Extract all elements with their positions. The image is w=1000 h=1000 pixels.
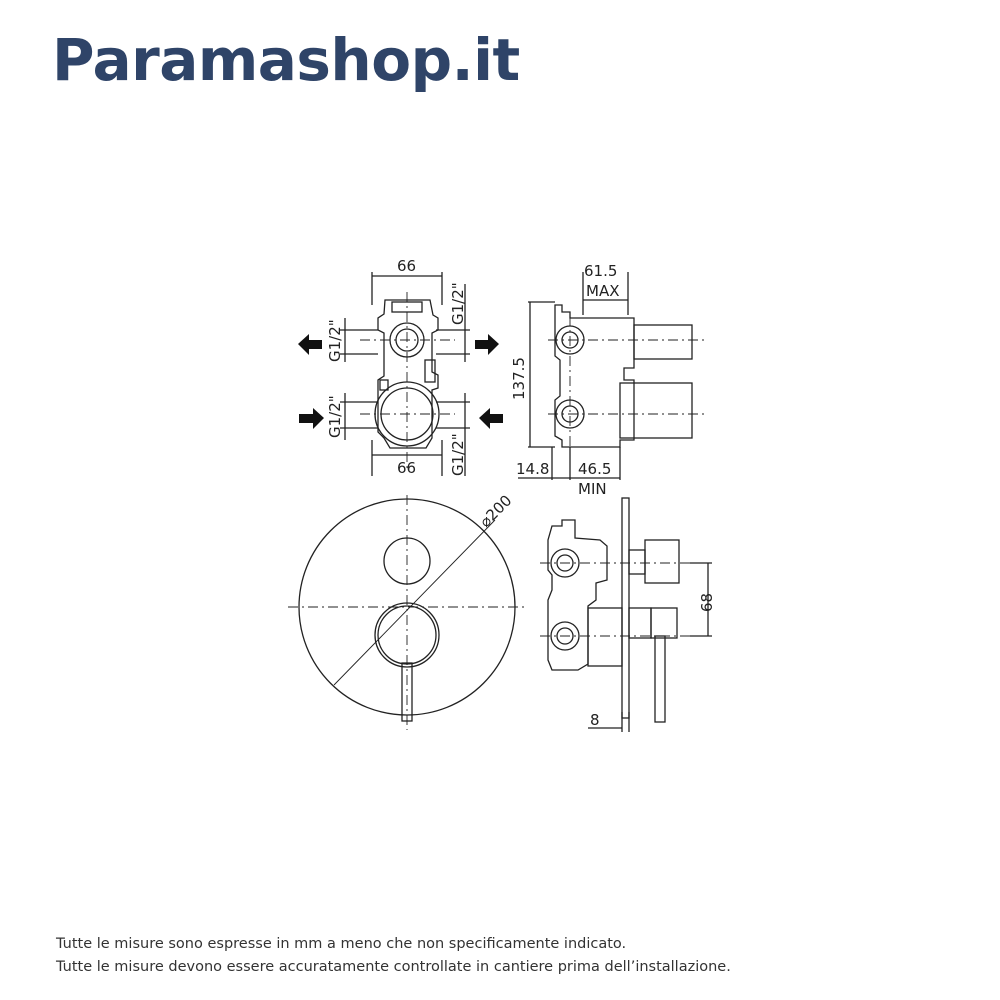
front-view-plate xyxy=(288,495,525,730)
dim-thread-bottom-left: G1/2" xyxy=(326,395,344,438)
dim-side-top-max: MAX xyxy=(586,282,619,300)
brand-logo: Paramashop.it xyxy=(52,26,520,94)
arrow-left-icon xyxy=(479,408,503,429)
side-view-body xyxy=(518,272,705,480)
dim-handle-spacing: 68 xyxy=(698,593,716,612)
front-view-body xyxy=(340,272,470,476)
dim-side-bottom-min: MIN xyxy=(578,480,607,498)
dim-plate-thickness: 8 xyxy=(590,711,600,729)
footer-notes: Tutte le misure sono espresse in mm a me… xyxy=(56,933,731,979)
dim-thread-top-left: G1/2" xyxy=(326,319,344,362)
dim-side-height: 137.5 xyxy=(510,357,528,400)
arrow-left-icon xyxy=(298,334,322,355)
arrow-right-icon xyxy=(475,334,499,355)
side-view-plate xyxy=(540,497,712,732)
footer-line-2: Tutte le misure devono essere accuratame… xyxy=(56,959,731,975)
dim-side-bottom-offset: 14.8 xyxy=(516,460,549,478)
arrow-right-icon xyxy=(299,408,324,429)
footer-line-1: Tutte le misure sono espresse in mm a me… xyxy=(56,936,627,952)
dim-side-top-depth: 61.5 xyxy=(584,262,617,280)
dim-thread-bottom-right: G1/2" xyxy=(449,433,467,476)
dim-front-bottom-width: 66 xyxy=(397,459,416,477)
dim-side-bottom-depth: 46.5 xyxy=(578,460,611,478)
dim-thread-top-right: G1/2" xyxy=(449,282,467,325)
dim-plate-diameter: ⌀200 xyxy=(476,491,515,530)
dim-front-top-width: 66 xyxy=(397,257,416,275)
